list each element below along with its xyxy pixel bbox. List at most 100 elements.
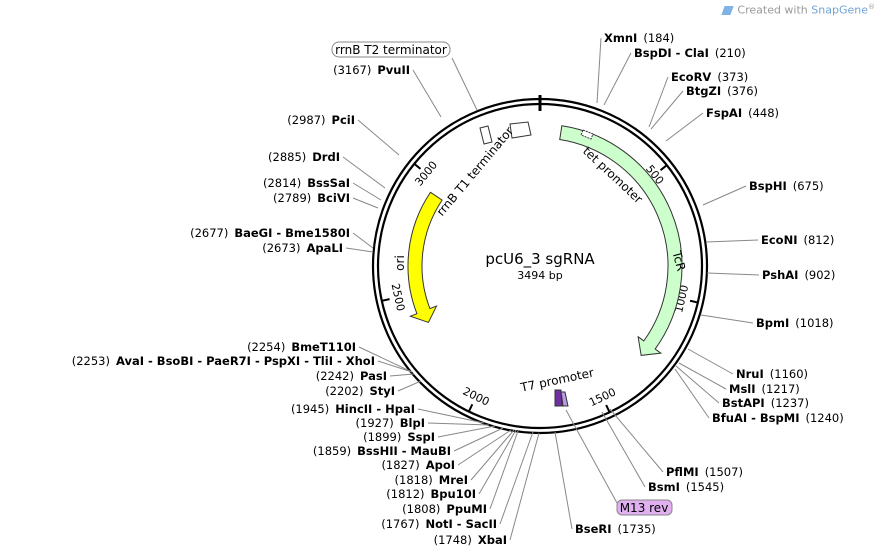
site-leader-line bbox=[453, 427, 504, 452]
site-leader-line bbox=[678, 362, 727, 390]
enzyme-name: EcoNI bbox=[761, 233, 797, 247]
site-leader-line bbox=[700, 314, 754, 324]
site-leader-line bbox=[470, 429, 515, 481]
site-leader-line bbox=[345, 247, 374, 253]
cut-position: (1748) bbox=[434, 533, 472, 547]
site-label-FspAI: FspAI(448) bbox=[706, 106, 779, 120]
feature-TcR bbox=[559, 125, 683, 356]
site-label-XmnI: XmnI (184) bbox=[604, 31, 674, 45]
enzyme-name: NruI bbox=[736, 367, 764, 381]
cut-position: (2242) bbox=[316, 369, 354, 383]
cut-position: (2885) bbox=[268, 150, 306, 164]
site-leader-line bbox=[397, 380, 422, 392]
cut-position: (1735) bbox=[618, 522, 656, 536]
site-label-ApaLI: (2673)ApaLI bbox=[262, 241, 343, 255]
enzyme-name: PciI bbox=[332, 113, 355, 127]
tick-mark bbox=[381, 298, 390, 302]
site-label-BpmI: BpmI(1018) bbox=[756, 316, 834, 330]
cut-position: (1240) bbox=[805, 411, 843, 425]
cut-position: (1160) bbox=[770, 367, 808, 381]
site-label-BlpI: (1927)BlpI bbox=[356, 416, 425, 430]
enzyme-name: BssSaI bbox=[307, 176, 350, 190]
cut-position: (1859) bbox=[313, 444, 351, 458]
site-leader-line bbox=[706, 272, 760, 276]
enzyme-name: AvaI - BsoBI - PaeR7I - PspXI - TliI - X… bbox=[116, 354, 375, 368]
site-leader-line bbox=[687, 348, 734, 375]
site-label-HincII-HpaI: (1945)HincII - HpaI bbox=[291, 402, 415, 416]
primer-box bbox=[616, 499, 673, 516]
tick-label: 2000 bbox=[461, 385, 492, 409]
cut-position: (1812) bbox=[386, 487, 424, 501]
enzyme-name: StyI bbox=[369, 384, 395, 398]
site-leader-line bbox=[352, 182, 382, 201]
enzyme-name: XmnI bbox=[604, 31, 637, 45]
site-label-BaeGI-Bme1580I: (2677)BaeGI - Bme1580I bbox=[190, 226, 350, 240]
enzyme-name: XbaI bbox=[478, 533, 507, 547]
cut-position: (2254) bbox=[247, 340, 285, 354]
enzyme-name: BciVI bbox=[317, 191, 350, 205]
enzyme-name: BspHI bbox=[749, 179, 787, 193]
enzyme-name: BpmI bbox=[756, 316, 789, 330]
site-label-MreI: (1818) MreI bbox=[395, 473, 468, 487]
feature-box-outline bbox=[331, 41, 451, 58]
primer-M13-rev: M13 rev bbox=[565, 409, 673, 516]
primer-leader bbox=[565, 409, 618, 504]
site-leader-line bbox=[417, 408, 485, 424]
feature-label-TcR: TcR bbox=[669, 248, 688, 272]
plasmid-name: pcU6_3 sgRNA bbox=[485, 250, 595, 269]
site-label-MslI: MslI(1217) bbox=[729, 382, 800, 396]
site-leader-line bbox=[665, 112, 704, 142]
enzyme-name: DrdI bbox=[312, 150, 340, 164]
feature-label-rrnB-T1-terminator: rrnB T1 terminator bbox=[434, 124, 517, 219]
site-label-ApoI: (1827)ApoI bbox=[381, 458, 455, 472]
feature-label-ori: ori bbox=[393, 255, 407, 271]
site-leader-line bbox=[352, 232, 374, 249]
tick-mark bbox=[413, 163, 422, 170]
tick-label: 2500 bbox=[389, 282, 408, 312]
site-leader-line bbox=[412, 69, 442, 118]
cut-position: (184) bbox=[643, 31, 674, 45]
enzyme-name: BssHII - MauBI bbox=[357, 444, 451, 458]
enzyme-name: PasI bbox=[360, 369, 387, 383]
tick-mark bbox=[689, 299, 699, 304]
feature-T7-promoter-arrow bbox=[560, 391, 569, 407]
cut-position: (1899) bbox=[363, 430, 401, 444]
site-label-BsmI: BsmI(1545) bbox=[648, 480, 724, 494]
site-label-EcoNI: EcoNI(812) bbox=[761, 233, 834, 247]
site-label-Bpu10I: (1812)Bpu10I bbox=[386, 487, 476, 501]
site-label-BmeT110I: (2254)BmeT110I bbox=[247, 340, 356, 354]
enzyme-name: MreI bbox=[439, 473, 468, 487]
site-label-PpuMI: (1808)PpuMI bbox=[402, 502, 487, 516]
site-leader-line bbox=[478, 429, 517, 495]
site-label-BssHII-MauBI: (1859) BssHII - MauBI bbox=[313, 444, 451, 458]
site-label-PciI: (2987) PciI bbox=[287, 113, 355, 127]
enzyme-name: HincII - HpaI bbox=[335, 402, 415, 416]
tick-label: 3000 bbox=[412, 159, 440, 189]
feature-ori bbox=[407, 191, 443, 324]
enzyme-name: NotI - SacII bbox=[426, 517, 498, 531]
site-leader-line bbox=[489, 430, 519, 510]
site-leader-line bbox=[389, 373, 415, 377]
site-leader-line bbox=[702, 185, 747, 206]
site-leader-line bbox=[352, 197, 379, 209]
site-label-SspI: (1899)SspI bbox=[363, 430, 435, 444]
site-label-EcoRV: EcoRV(373) bbox=[671, 70, 748, 84]
site-labels: XmnI(184)BspDI - ClaI(210)EcoRV(373)BtgZ… bbox=[72, 31, 844, 547]
enzyme-name: ApoI bbox=[426, 458, 455, 472]
cut-position: (376) bbox=[727, 84, 758, 98]
enzyme-name: BfuAI - BspMI bbox=[712, 411, 799, 425]
site-label-BtgZI: BtgZI(376) bbox=[686, 84, 758, 98]
cut-position: (2987) bbox=[287, 113, 325, 127]
cut-position: (1927) bbox=[356, 416, 394, 430]
site-leader-line bbox=[674, 368, 710, 419]
site-label-PflMI: PflMI(1507) bbox=[666, 465, 743, 479]
enzyme-name: PflMI bbox=[666, 465, 699, 479]
cut-position: (210) bbox=[715, 46, 746, 60]
cut-position: (1217) bbox=[762, 382, 800, 396]
cut-position: (1545) bbox=[686, 480, 724, 494]
enzyme-name: ApaLI bbox=[307, 241, 344, 255]
cut-position: (1818) bbox=[395, 473, 433, 487]
cut-position: (1237) bbox=[771, 396, 809, 410]
site-leader-line bbox=[601, 411, 646, 488]
